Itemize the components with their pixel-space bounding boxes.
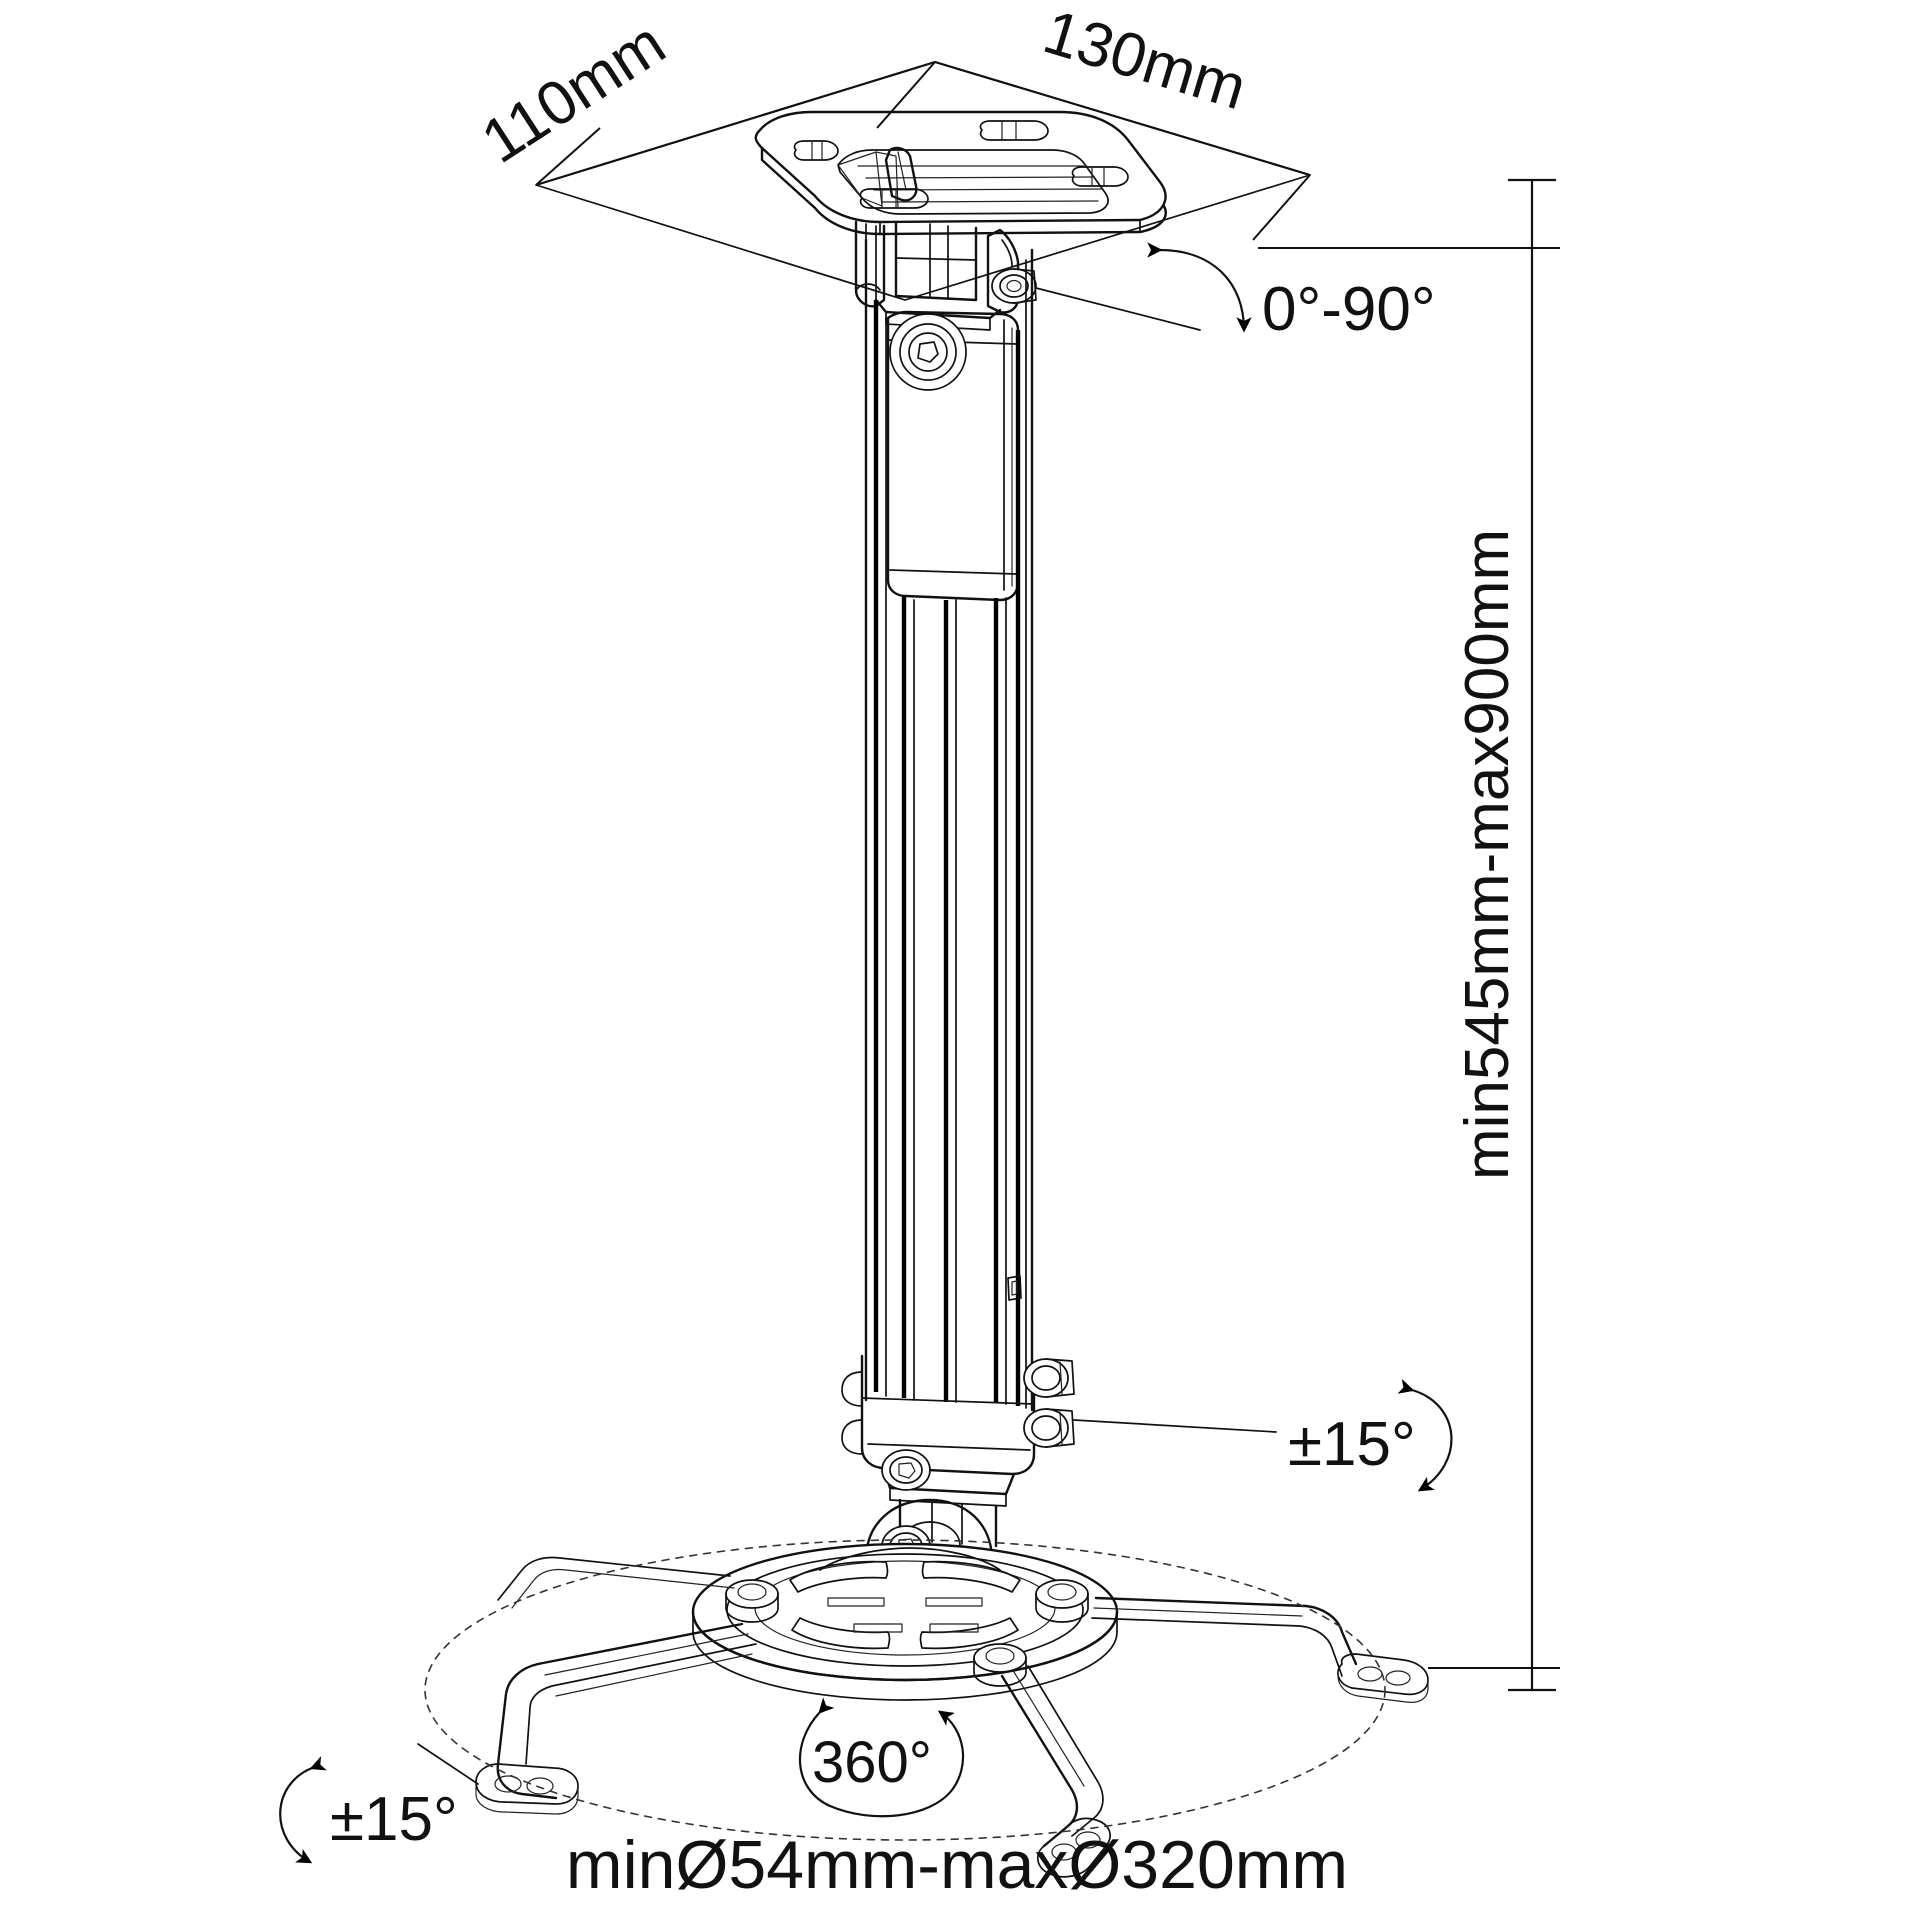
spider-arm — [1091, 1596, 1429, 1703]
spider-arm — [1000, 1665, 1111, 1878]
tilt-right-label: ±15° — [1288, 1410, 1416, 1479]
rotation-label: 360° — [812, 1730, 932, 1795]
tilt-pivot-bolt — [881, 1449, 931, 1491]
dimension-110mm: 110mm — [470, 9, 936, 187]
spider-arm — [497, 1556, 735, 1609]
disc-bolt — [1035, 1579, 1089, 1623]
max-diameter-circle — [424, 1539, 1386, 1841]
annotation-tilt-left: ±15° — [279, 1743, 479, 1864]
annotation-swivel: 0°-90° — [1035, 242, 1436, 344]
swivel-range-label: 0°-90° — [1262, 275, 1436, 344]
disc-bolt — [973, 1643, 1027, 1687]
tilt-left-label: ±15° — [330, 1785, 458, 1854]
plate-slot-hole — [1071, 166, 1129, 187]
dimension-130mm-label: 130mm — [1036, 0, 1254, 123]
dimension-130mm: 130mm — [876, 0, 1311, 241]
adjustment-screw — [889, 313, 967, 391]
dimension-drop-height: min545mm-max900mm — [1258, 178, 1560, 1692]
plate-slot-hole — [859, 188, 929, 209]
rotation-disc — [691, 1542, 1119, 1701]
ceiling-mounting-plate — [754, 110, 1167, 236]
projector-spider-arms — [475, 1547, 1429, 1878]
base-span-label: minØ54mm-maxØ320mm — [566, 1827, 1348, 1903]
spider-arm — [475, 1622, 757, 1815]
plate-slot-hole — [979, 120, 1049, 141]
telescoping-extension-pole — [864, 238, 1034, 1412]
plate-dimension-frame — [535, 61, 1311, 301]
swivel-joint — [854, 220, 1037, 331]
annotation-tilt-right: ±15° — [1073, 1379, 1453, 1492]
annotation-rotation: 360° — [798, 1697, 965, 1818]
disc-bolt — [725, 1579, 779, 1623]
tilt-lock-bolt — [1023, 1408, 1075, 1448]
upper-collar-clamp — [886, 310, 1020, 602]
drop-height-label: min545mm-max900mm — [1453, 529, 1522, 1180]
plate-slot-hole — [793, 140, 839, 161]
dimension-base-span: minØ54mm-maxØ320mm — [566, 1827, 1348, 1903]
tilt-lock-bolt — [1023, 1358, 1075, 1398]
